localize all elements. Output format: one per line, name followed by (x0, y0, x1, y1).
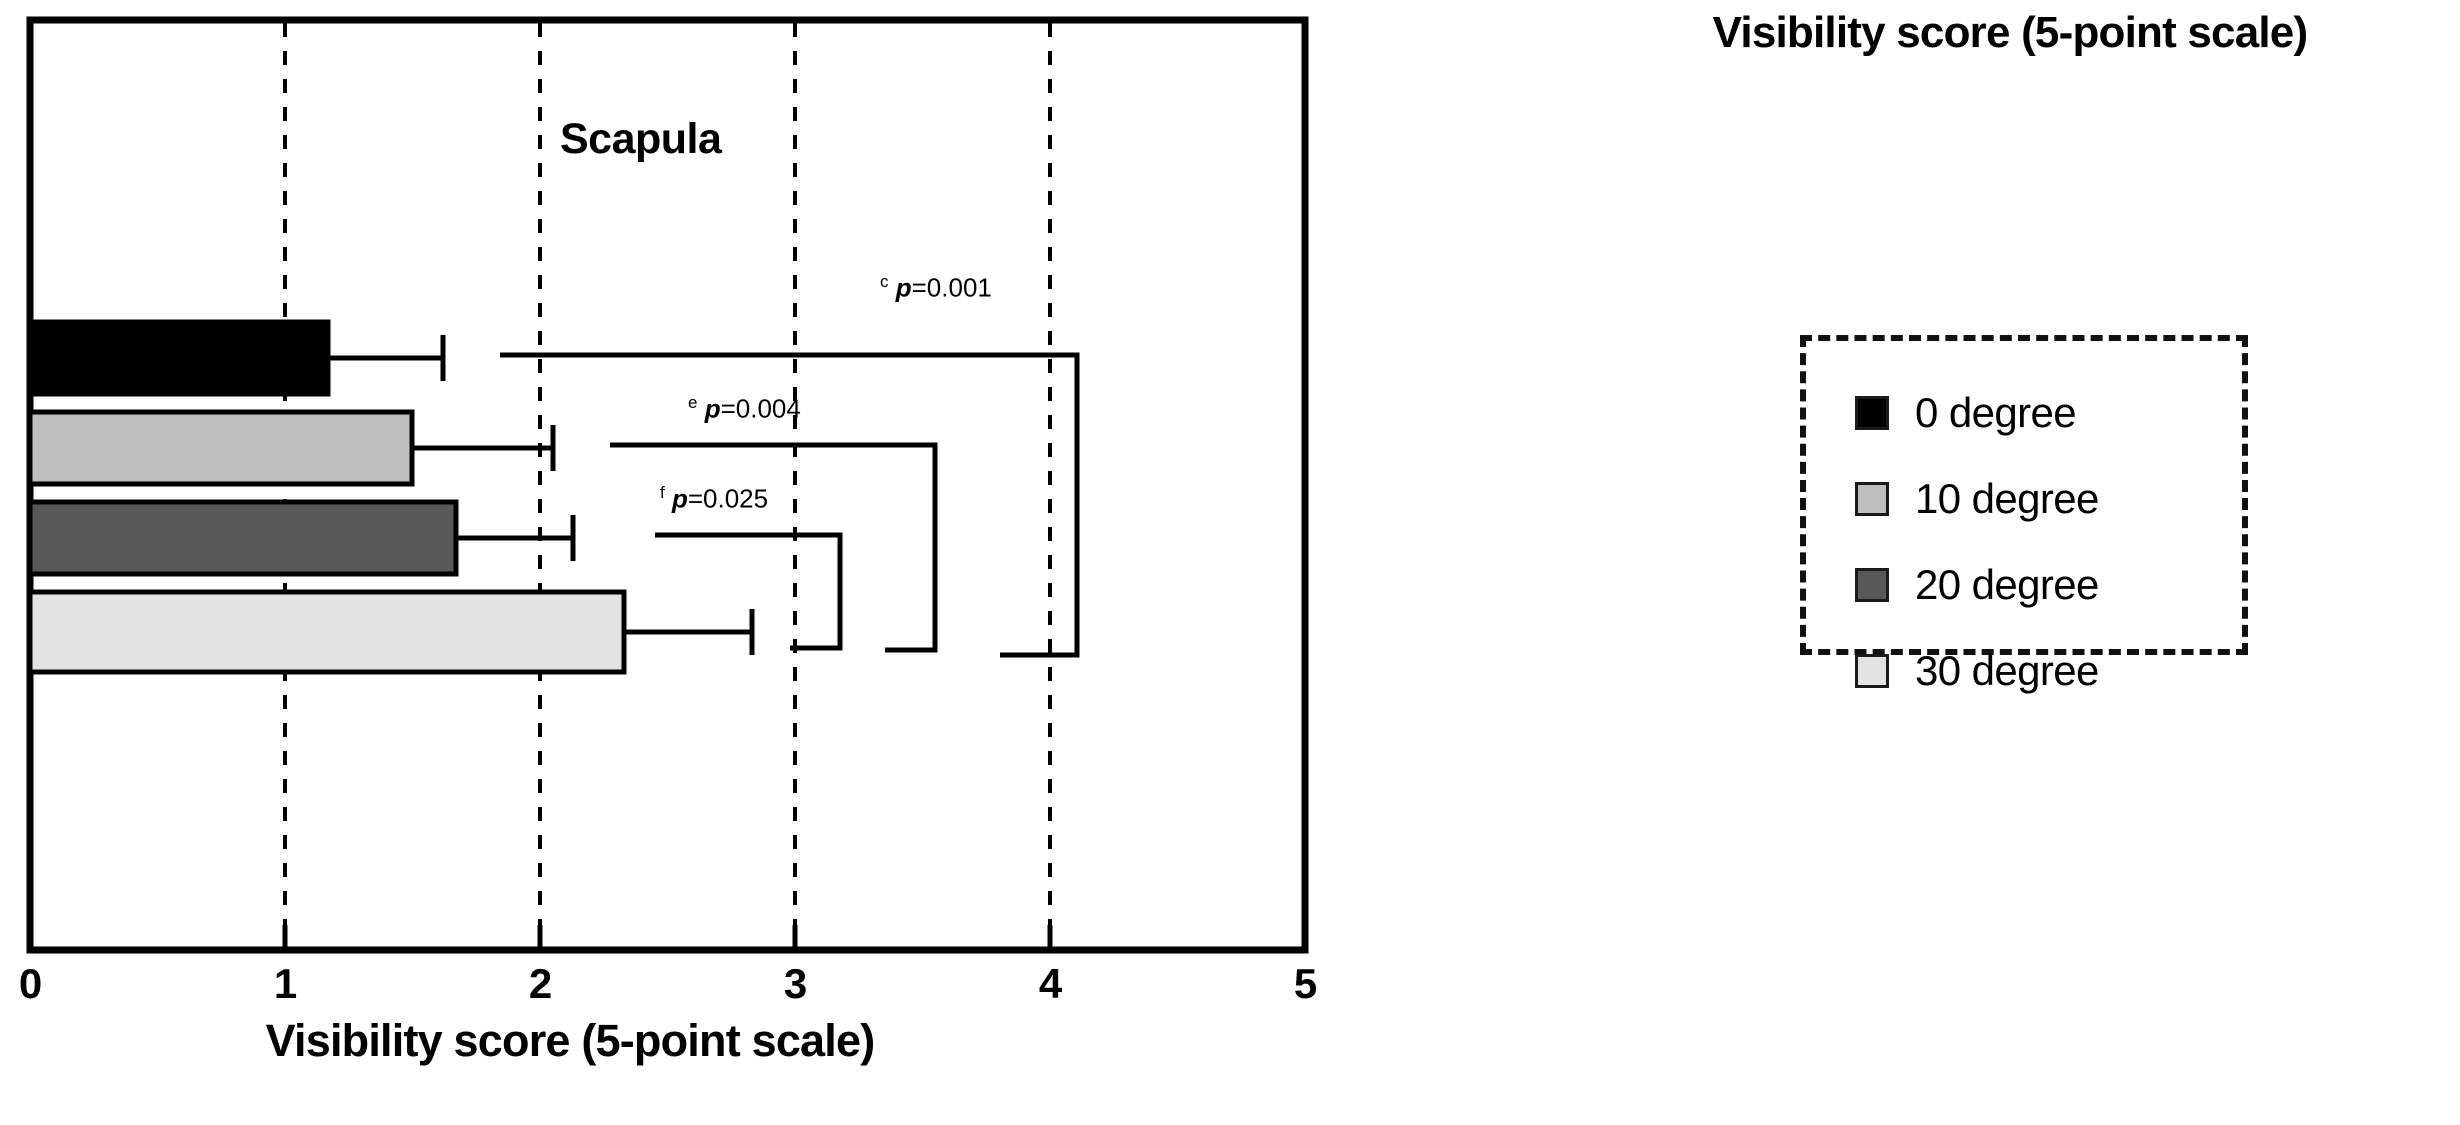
legend-item-20-degree[interactable]: 20 degree (1855, 542, 2255, 628)
legend-item-0-degree[interactable]: 0 degree (1855, 370, 2255, 456)
bar-10-degree (27, 409, 415, 487)
pvalue-label-f: f p=0.025 (660, 483, 768, 515)
legend-label-10-degree: 10 degree (1915, 475, 2099, 522)
plot-area: Scapula c p=0.001 e p=0.004 f p=0.025 0 … (18, 16, 1317, 1066)
bar-20-degree (27, 499, 459, 577)
x-tick-label-1: 1 (273, 960, 297, 1007)
plot-svg (26, 16, 1309, 954)
legend-label-20-degree: 20 degree (1915, 561, 2099, 608)
x-tick-label-2: 2 (528, 960, 552, 1007)
legend-list: 0 degree 10 degree 20 degree 30 degree (1855, 370, 2255, 714)
error-bar-10-degree (412, 425, 556, 471)
legend-item-30-degree[interactable]: 30 degree (1855, 628, 2255, 714)
significance-bracket-e (610, 442, 938, 653)
x-axis-ticks (27, 925, 1308, 950)
pvalue-p-italic-e: p (704, 393, 721, 424)
pvalue-p-italic-f: p (671, 483, 688, 514)
legend-label-30-degree: 30 degree (1915, 647, 2099, 694)
significance-bracket-f (655, 532, 843, 651)
pvalue-label-e: e p=0.004 (688, 393, 801, 425)
legend-swatch-10-degree (1855, 482, 1889, 516)
error-bar-0-degree (328, 335, 446, 381)
pvalue-value-c: =0.001 (911, 272, 992, 303)
pvalue-label-c: c p=0.001 (880, 272, 992, 304)
error-bar-20-degree (456, 515, 576, 561)
pvalue-value-e: =0.004 (720, 393, 801, 424)
pvalue-sup-e: e (688, 393, 698, 412)
legend-item-10-degree[interactable]: 10 degree (1855, 456, 2255, 542)
legend-swatch-20-degree (1855, 568, 1889, 602)
legend-label-0-degree: 0 degree (1915, 389, 2077, 436)
chart-title: Scapula (560, 115, 722, 163)
legend-title: Visibility score (5-point scale) (1712, 8, 2308, 57)
x-tick-label-4: 4 (1038, 960, 1062, 1007)
bar-30-degree (27, 589, 627, 675)
pvalue-value-f: =0.025 (687, 483, 769, 514)
legend-swatch-0-degree (1855, 396, 1889, 430)
error-bar-30-degree (624, 609, 755, 655)
significance-bracket-c (500, 352, 1080, 658)
pvalue-p-italic-c: p (895, 272, 912, 303)
x-tick-label-5: 5 (1293, 960, 1317, 1007)
pvalue-sup-f: f (660, 483, 665, 502)
x-axis-title: Visibility score (5-point scale) (265, 1015, 876, 1066)
pvalue-sup-c: c (880, 272, 889, 291)
x-tick-label-0: 0 (18, 960, 42, 1007)
x-tick-label-3: 3 (783, 960, 807, 1007)
legend-swatch-30-degree (1855, 654, 1889, 688)
bar-0-degree (27, 319, 331, 397)
